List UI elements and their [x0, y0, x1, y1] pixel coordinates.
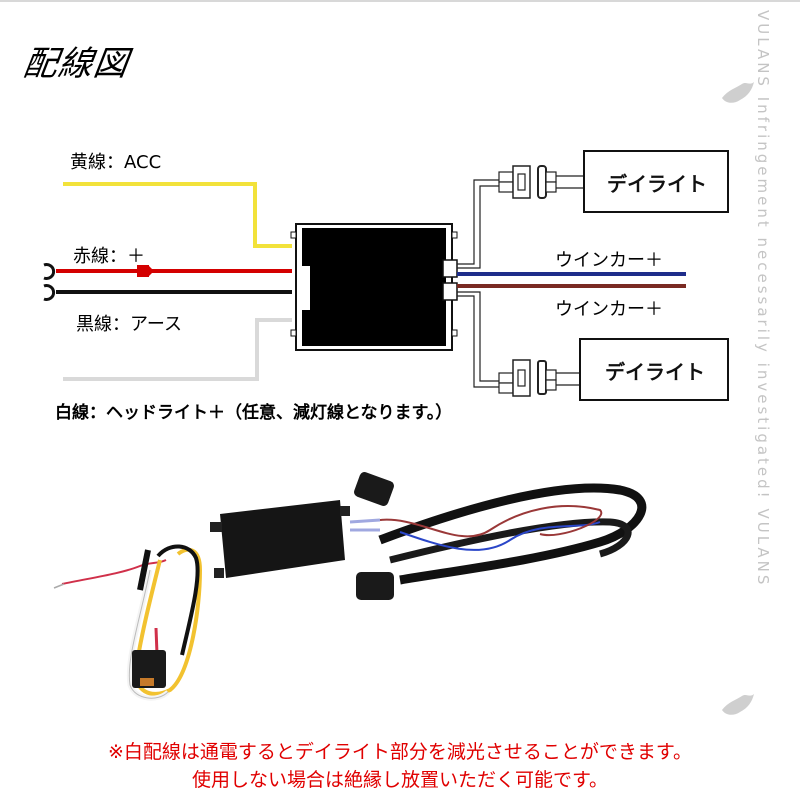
brown-wire-label: ウインカー＋	[555, 299, 663, 320]
ring-terminal-icon	[43, 284, 56, 301]
white-wire	[63, 318, 292, 381]
connector-icon	[498, 359, 580, 397]
yellow-wire	[63, 182, 292, 248]
top-border	[0, 0, 800, 2]
ring-terminal-icon	[43, 263, 56, 280]
product-photo	[53, 472, 647, 701]
connector-icon	[498, 165, 584, 199]
watermark-logo-icon	[722, 694, 754, 715]
watermark-logo-icon	[722, 82, 754, 103]
inline-fuse-icon	[137, 265, 149, 277]
white-wire-label: 白線：ヘッドライト＋（任意、減灯線となります。）	[55, 403, 453, 423]
drl-box-top	[583, 150, 729, 213]
output-port	[442, 259, 458, 278]
wiring-diagram	[43, 150, 729, 401]
note-line-1: ※白配線は通電するとデイライト部分を減光させることができます。	[107, 741, 693, 763]
blue-wire-label: ウインカー＋	[555, 250, 663, 271]
drl-box-bottom	[579, 338, 729, 401]
drl-top-label: デイライト	[607, 172, 707, 196]
note-line-2: 使用しない場合は絶縁し放置いただく可能です。	[191, 769, 609, 791]
drl-bottom-label: デイライト	[605, 360, 705, 384]
yellow-wire-label: 黄線：ACC	[70, 152, 162, 173]
watermark-text: VULANS Infringement necessarily investig…	[754, 10, 772, 588]
output-port	[442, 282, 458, 301]
red-wire-label: 赤線：＋	[73, 246, 145, 267]
black-wire-label: 黒線：アース	[76, 314, 183, 335]
